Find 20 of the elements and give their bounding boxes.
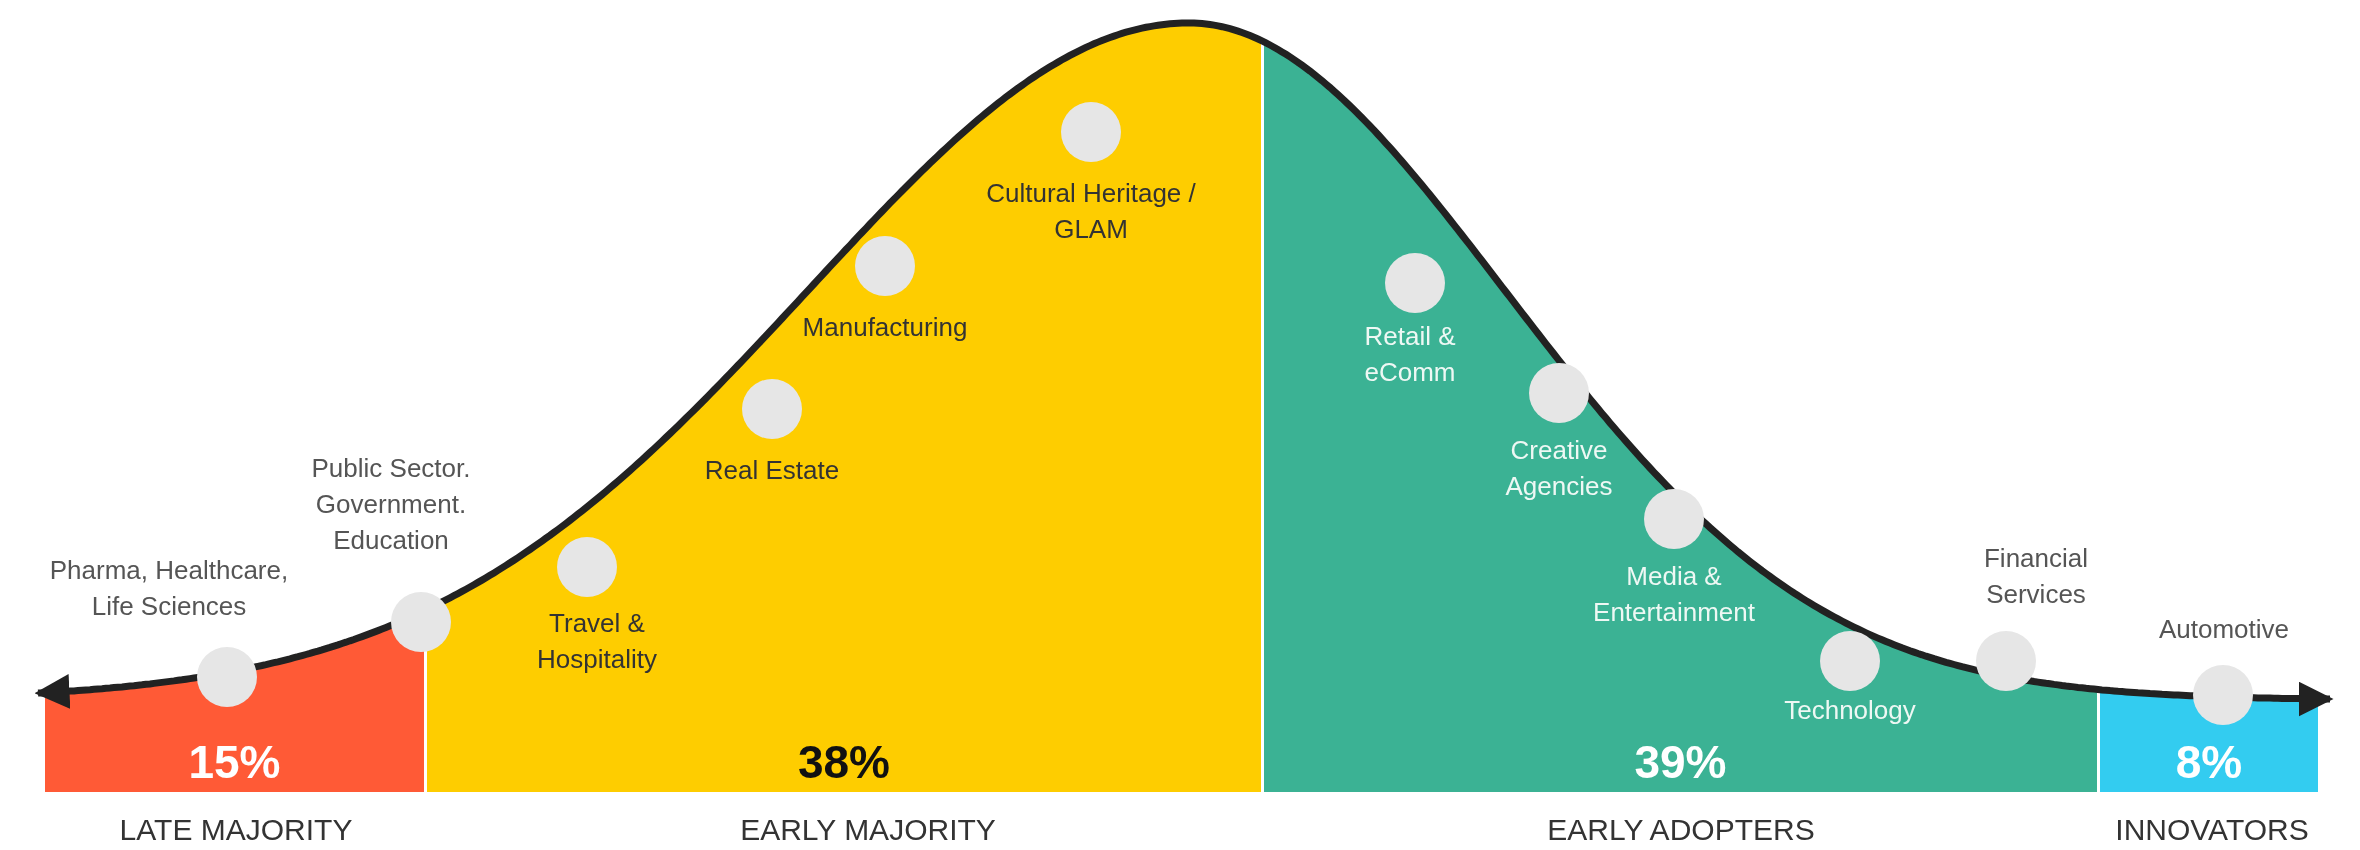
industry-label: Manufacturing: [801, 311, 969, 344]
industry-label: Creative Agencies: [1504, 434, 1614, 503]
percentage-value: 15%: [187, 735, 282, 790]
segment-label: EARLY ADOPTERS: [1546, 812, 1816, 848]
industry-label: Technology: [1783, 694, 1917, 727]
percentage-value: 8%: [2174, 735, 2244, 790]
industry-label: Travel & Hospitality: [536, 607, 658, 676]
segment-label: INNOVATORS: [2114, 812, 2310, 848]
industry-label: Cultural Heritage / GLAM: [985, 177, 1197, 246]
industry-label: Media & Entertainment: [1592, 560, 1756, 629]
segment-label: EARLY MAJORITY: [739, 812, 997, 848]
industry-label: Automotive: [2157, 613, 2291, 646]
segment-label: LATE MAJORITY: [118, 812, 354, 848]
percentage-value: 38%: [796, 735, 892, 790]
industry-label: Retail & eComm: [1363, 320, 1457, 389]
industry-label: Real Estate: [703, 454, 841, 487]
industry-label: Pharma, Healthcare, Life Sciences: [49, 554, 289, 623]
industry-label: Financial Services: [1982, 542, 2090, 611]
percentage-value: 39%: [1633, 735, 1728, 790]
industry-label: Public Sector. Government. Education: [310, 452, 472, 557]
